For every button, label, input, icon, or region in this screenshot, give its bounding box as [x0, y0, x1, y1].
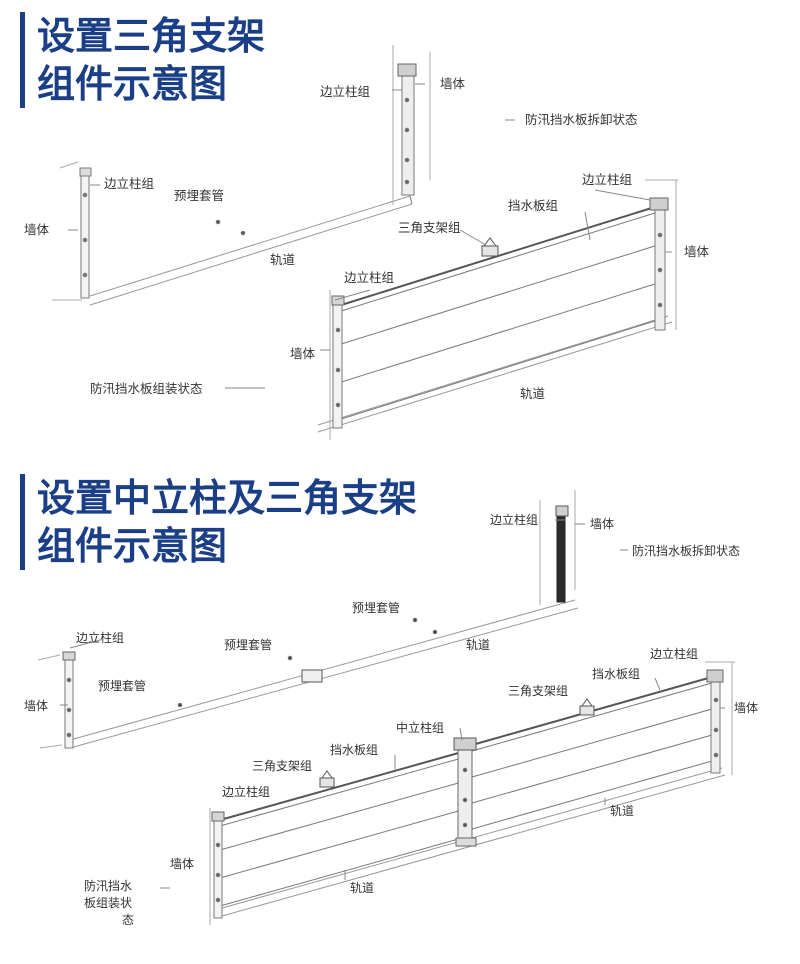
s2-label-track-lower-right: 轨道	[610, 804, 635, 818]
s2-label-dismantled-state: 防汛挡水板拆卸状态	[632, 544, 741, 558]
s2-embedded-sleeves	[177, 617, 438, 708]
s2-label-wall-back: 墙体	[590, 517, 615, 531]
s1-dismantled-track	[52, 161, 413, 306]
s1-label-track-upper: 轨道	[270, 252, 296, 267]
s2-edge-post-right	[705, 661, 735, 775]
s1-dismantled-edge-post-back	[392, 45, 431, 205]
s2-dismantled-edge-post-left	[62, 651, 76, 749]
s1-label-edge-post-right: 边立柱组	[582, 172, 633, 187]
s2-label-track-lower: 轨道	[350, 881, 375, 895]
s2-leader-lines	[60, 519, 725, 889]
s1-assembled-edge-post-front	[329, 290, 345, 440]
s1-label-wall-back: 墙体	[440, 76, 466, 91]
s1-assembled-baffle-panels	[337, 205, 659, 421]
section2-heading: 设置中立柱及三角支架 组件示意图	[20, 474, 417, 570]
s1-label-triangle-bracket: 三角支架组	[398, 220, 461, 235]
section2-heading-line1: 设置中立柱及三角支架	[37, 476, 418, 520]
s1-label-wall-front: 墙体	[290, 346, 316, 361]
s2-label-sleeve-2: 预埋套管	[224, 638, 273, 652]
s1-label-wall-right: 墙体	[684, 244, 710, 259]
s2-label-wall-left: 墙体	[24, 699, 49, 713]
s2-label-wall-right: 墙体	[734, 701, 759, 715]
s2-dismantled-track	[37, 599, 579, 749]
s2-triangle-brackets	[319, 698, 595, 788]
s2-assembled-baffle-panels-right	[471, 676, 713, 830]
s1-assembled-track	[317, 315, 673, 433]
s2-label-assembled-state-2: 板组装状	[84, 896, 133, 910]
s2-label-sleeve-3: 预埋套管	[98, 679, 147, 693]
s1-label-edge-post-front: 边立柱组	[344, 270, 395, 285]
s2-dismantled-edge-post-back	[539, 490, 576, 605]
s1-label-assembled-state: 防汛挡水板组装状态	[90, 381, 203, 396]
s1-label-wall-left: 墙体	[24, 222, 50, 237]
s1-label-edge-post-left: 边立柱组	[104, 176, 155, 191]
section1-heading-line1: 设置三角支架	[37, 14, 266, 58]
s1-label-baffle-group: 挡水板组	[508, 198, 559, 213]
s2-edge-post-front	[209, 808, 225, 925]
s1-leader-lines	[68, 83, 672, 389]
s1-assembled-edge-post-right	[645, 179, 678, 331]
s2-assembled-baffle-panels-left	[219, 751, 463, 907]
s2-label-baffle-group-right: 挡水板组	[592, 667, 641, 681]
s2-label-wall-front: 墙体	[170, 857, 195, 871]
s2-label-assembled-state-1: 防汛挡水	[84, 879, 133, 893]
s2-label-assembled-state-3: 态	[122, 913, 135, 927]
s2-middle-post	[453, 737, 477, 847]
s1-dismantled-edge-post-left	[79, 167, 92, 299]
s1-triangle-bracket	[481, 237, 499, 257]
s2-label-edge-post-back: 边立柱组	[490, 513, 539, 527]
s1-label-dismantled-state: 防汛挡水板拆卸状态	[525, 112, 638, 127]
s2-label-edge-post-left: 边立柱组	[76, 631, 125, 645]
s2-label-sleeve-1: 预埋套管	[352, 601, 401, 615]
s2-label-baffle-group-left: 挡水板组	[330, 743, 379, 757]
s1-label-embedded-sleeve: 预埋套管	[174, 188, 225, 203]
s2-label-edge-post-right: 边立柱组	[650, 647, 699, 661]
s2-label-triangle-bracket-left: 三角支架组	[252, 759, 313, 773]
s2-label-track-upper: 轨道	[466, 638, 491, 652]
section1-heading: 设置三角支架 组件示意图	[20, 12, 265, 108]
s1-embedded-sleeve	[215, 219, 246, 236]
section2-heading-line2: 组件示意图	[37, 524, 228, 568]
s2-label-edge-post-front: 边立柱组	[222, 785, 271, 799]
section1-heading-line2: 组件示意图	[37, 62, 228, 106]
s1-label-edge-post-back: 边立柱组	[320, 84, 371, 99]
s1-label-track-lower: 轨道	[520, 386, 546, 401]
s2-label-triangle-bracket-right: 三角支架组	[508, 684, 569, 698]
s2-label-middle-post: 中立柱组	[396, 721, 445, 735]
